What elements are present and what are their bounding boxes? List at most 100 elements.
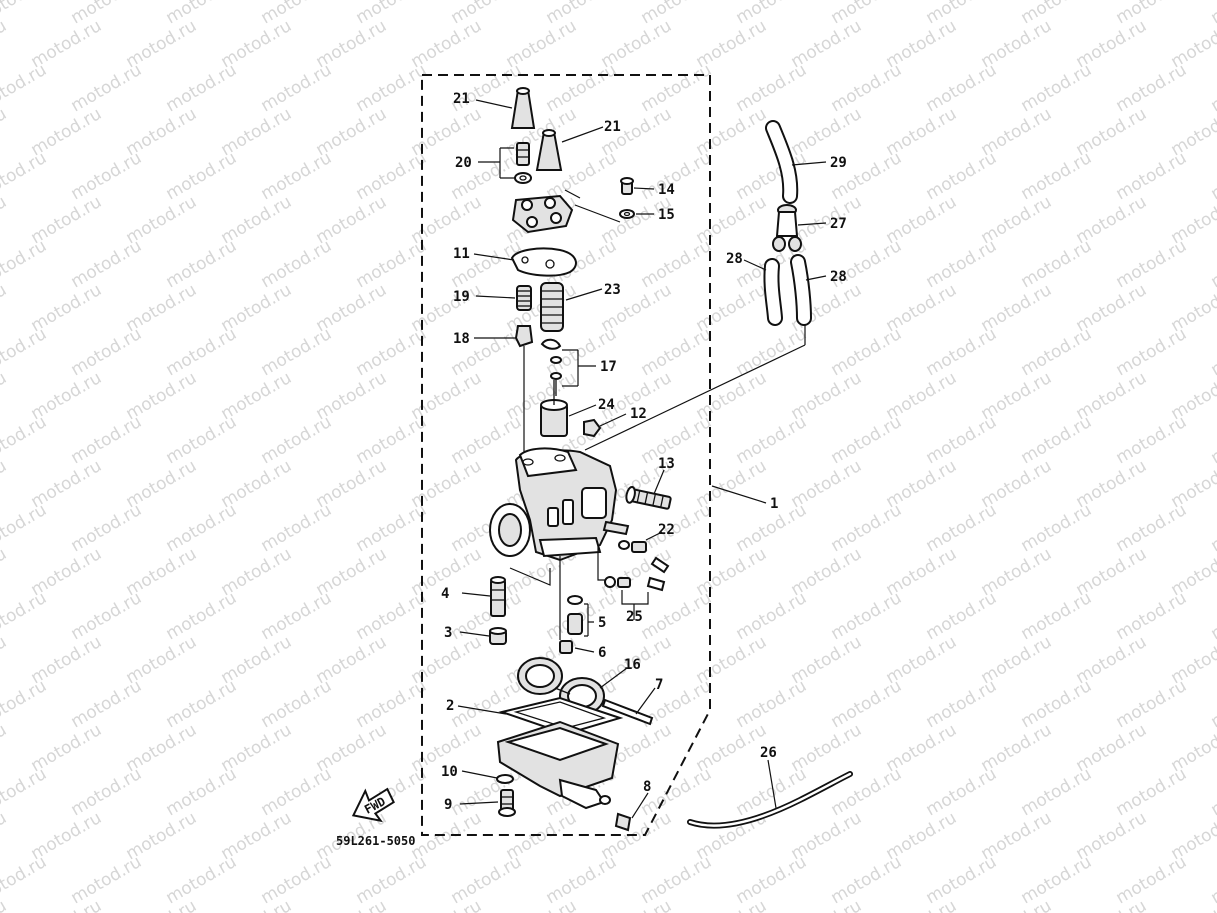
watermark-text: motod.ru — [258, 236, 336, 292]
watermark-text: motod.ru — [923, 764, 1001, 820]
washer-5 — [567, 595, 583, 605]
watermark-text: motod.ru — [693, 896, 771, 913]
callout-6: 6 — [598, 645, 606, 661]
needle-clip — [540, 338, 562, 350]
watermark-text: motod.ru — [353, 676, 431, 732]
watermark-text: motod.ru — [0, 632, 10, 688]
watermark-text: motod.ru — [1018, 588, 1096, 644]
watermark-text: motod.ru — [258, 60, 336, 116]
callout-11: 11 — [453, 246, 470, 262]
callout-12: 12 — [630, 406, 647, 422]
watermark-text: motod.ru — [163, 500, 241, 556]
watermark-text: motod.ru — [163, 852, 241, 908]
callout-20: 20 — [455, 155, 472, 171]
callout-24: 24 — [598, 397, 615, 413]
watermark-text: motod.ru — [68, 148, 146, 204]
callout-22: 22 — [658, 522, 675, 538]
watermark-text: motod.ru — [258, 852, 336, 908]
watermark-text: motod.ru — [258, 500, 336, 556]
callout-26: 26 — [760, 745, 777, 761]
callout-7: 7 — [655, 677, 663, 693]
watermark-text: motod.ru — [1113, 852, 1191, 908]
watermark-text: motod.ru — [68, 412, 146, 468]
needle-jet-4 — [490, 576, 506, 617]
watermark-text: motod.ru — [0, 808, 10, 864]
watermark-text: motod.ru — [258, 324, 336, 380]
watermark-text: motod.ru — [638, 60, 716, 116]
watermark-text: motod.ru — [828, 412, 906, 468]
callout-27: 27 — [830, 216, 847, 232]
watermark-text: motod.ru — [123, 896, 201, 913]
watermark-text: motod.ru — [978, 896, 1056, 913]
stop-screw-25 — [604, 576, 666, 592]
watermark-text: motod.ru — [1113, 588, 1191, 644]
callout-14: 14 — [658, 182, 675, 198]
forward-arrow: FWD — [351, 787, 395, 823]
spring-19 — [516, 285, 532, 311]
spring-23 — [540, 282, 564, 332]
watermark-text: motod.ru — [733, 588, 811, 644]
watermark-text: motod.ru — [638, 852, 716, 908]
callout-9: 9 — [444, 797, 452, 813]
watermark-text: motod.ru — [1208, 412, 1217, 468]
watermark-text: motod.ru — [733, 148, 811, 204]
watermark-text: motod.ru — [0, 368, 10, 424]
callout-21: 21 — [604, 119, 621, 135]
watermark-text: motod.ru — [1208, 324, 1217, 380]
watermark-text: motod.ru — [1018, 676, 1096, 732]
watermark-text: motod.ru — [638, 324, 716, 380]
watermark-text: motod.ru — [68, 236, 146, 292]
float-bowl — [496, 720, 620, 810]
watermark-text: motod.ru — [828, 764, 906, 820]
drain-screw-8 — [614, 812, 632, 832]
watermark-text: motod.ru — [828, 60, 906, 116]
watermark-text: motod.ru — [923, 500, 1001, 556]
watermark-text: motod.ru — [1018, 852, 1096, 908]
watermark-text: motod.ru — [733, 852, 811, 908]
watermark-text: motod.ru — [163, 324, 241, 380]
watermark-text: motod.ru — [0, 236, 50, 292]
pilot-screw-22 — [602, 520, 670, 574]
holder-18 — [514, 325, 534, 348]
carburetor-body — [489, 447, 618, 562]
watermark-text: motod.ru — [28, 896, 106, 913]
watermark-text: motod.ru — [448, 852, 526, 908]
main-jet-3 — [489, 627, 507, 645]
watermark-text: motod.ru — [0, 412, 50, 468]
watermark-text: motod.ru — [1208, 676, 1217, 732]
watermark-text: motod.ru — [1018, 60, 1096, 116]
watermark-text: motod.ru — [638, 148, 716, 204]
watermark-text: motod.ru — [828, 500, 906, 556]
watermark-text: motod.ru — [828, 676, 906, 732]
watermark-text: motod.ru — [68, 500, 146, 556]
watermark-text: motod.ru — [68, 676, 146, 732]
watermark-text: motod.ru — [1208, 236, 1217, 292]
chamber-top — [511, 194, 574, 234]
watermark-text: motod.ru — [638, 500, 716, 556]
assembly-boundary — [421, 74, 711, 836]
watermark-text: motod.ru — [353, 236, 431, 292]
watermark-text: motod.ru — [638, 412, 716, 468]
watermark-text: motod.ru — [1113, 236, 1191, 292]
watermark-text: motod.ru — [258, 676, 336, 732]
watermark-text: motod.ru — [638, 588, 716, 644]
jet-6 — [559, 640, 573, 654]
watermark-text: motod.ru — [68, 324, 146, 380]
watermark-text: motod.ru — [68, 764, 146, 820]
watermark-text: motod.ru — [1208, 588, 1217, 644]
watermark-text: motod.ru — [733, 676, 811, 732]
watermark-text: motod.ru — [828, 852, 906, 908]
diagram-code: 59L261-5050 — [336, 834, 415, 848]
watermark-text: motod.ru — [258, 148, 336, 204]
watermark-text: motod.ru — [353, 852, 431, 908]
callout-18: 18 — [453, 331, 470, 347]
watermark-text: motod.ru — [828, 324, 906, 380]
watermark-text: motod.ru — [1208, 0, 1217, 28]
watermark-text: motod.ru — [883, 896, 961, 913]
callout-15: 15 — [658, 207, 675, 223]
watermark-text: motod.ru — [733, 412, 811, 468]
watermark-text: motod.ru — [788, 896, 866, 913]
watermark-text: motod.ru — [0, 280, 10, 336]
watermark-text: motod.ru — [1208, 852, 1217, 908]
watermark-text: motod.ru — [1018, 236, 1096, 292]
